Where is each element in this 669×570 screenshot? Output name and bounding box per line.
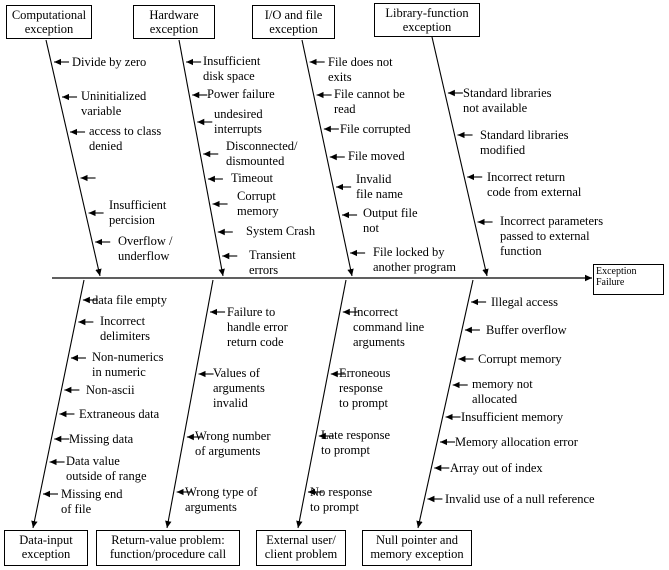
cause-label: No response to prompt [310,485,373,514]
category-label: Null pointer and memory exception [370,533,464,561]
cause-label: Non-numerics in numeric [92,350,164,379]
category-bones [31,36,493,529]
cause-label: System Crash [246,224,316,238]
category-label: Return-value problem: function/procedure… [109,533,227,561]
cause-label: File corrupted [340,122,411,136]
cause-label: Incorrect parameters passed to external … [500,214,604,258]
cause-label: Data value outside of range [66,454,147,483]
cause-label: undesired interrupts [214,107,263,136]
bone-external-user [296,279,347,529]
bone-data-input [31,279,85,529]
category-label: Data-input exception [19,533,73,561]
category-box-io-file: I/O and file exception [252,5,335,39]
cause-label: Uninitialized variable [81,89,147,118]
cause-label: Insufficient disk space [203,54,261,83]
cause-label: Insufficient memory [461,410,564,424]
cause-label: memory not allocated [472,377,533,406]
cause-label: Failure to handle error return code [227,305,288,349]
cause-label: Late response to prompt [321,428,391,457]
cause-label: Memory allocation error [455,435,578,449]
cause-label: File locked by another program [373,245,456,274]
cause-label: Buffer overflow [486,323,567,337]
cause-label: Non-ascii [86,383,135,397]
effect-label: Exception Failure [596,266,637,288]
category-box-null-pointer: Null pointer and memory exception [362,530,472,566]
category-label: External user/ client problem [264,533,338,561]
cause-label: Overflow / underflow [118,234,173,263]
category-label: Library-function exception [385,6,469,34]
cause-label: Wrong type of arguments [185,485,258,514]
cause-label: Transient errors [249,248,296,277]
cause-label: Illegal access [491,295,558,309]
cause-label: File moved [348,149,405,163]
category-box-library: Library-function exception [374,3,480,37]
cause-label: Invalid use of a null reference [445,492,595,506]
cause-label: Invalid file name [356,172,403,201]
cause-label: Incorrect return code from external [487,170,582,199]
category-box-computational: Computational exception [6,5,92,39]
cause-label: File does not exits [328,55,393,84]
bone-library [431,36,489,277]
category-box-data-input: Data-input exception [4,530,88,566]
cause-label: Values of arguments invalid [213,366,265,410]
cause-label: File cannot be read [334,87,405,116]
cause-label: Timeout [231,171,273,185]
category-label: Computational exception [11,8,87,36]
category-box-external-user: External user/ client problem [256,530,346,566]
cause-label: Disconnected/ dismounted [226,139,298,168]
bone-null-pointer [416,279,474,529]
category-box-return-value: Return-value problem: function/procedure… [96,530,240,566]
bone-computational [45,39,102,277]
bone-io-file [301,39,354,277]
cause-label: Missing data [69,432,134,446]
cause-label: Divide by zero [72,55,147,69]
cause-label: Insufficient percision [109,198,167,227]
cause-label: Power failure [207,87,275,101]
category-box-hardware: Hardware exception [133,5,215,39]
category-label: I/O and file exception [264,8,323,36]
cause-label: Corrupt memory [478,352,562,366]
cause-label: Extraneous data [79,407,160,421]
effect-box: Exception Failure [593,264,664,295]
cause-label: Standard libraries not available [463,86,552,115]
bone-hardware [178,39,225,277]
cause-label: access to class denied [89,124,162,153]
cause-label: Missing end of file [61,487,123,516]
bone-return-value [165,279,214,529]
cause-label: data file empty [92,293,167,307]
cause-label: Array out of index [450,461,543,475]
cause-label: Corrupt memory [237,189,279,218]
cause-label: Output file not [363,206,418,235]
cause-label: Wrong number of arguments [195,429,271,458]
cause-label: Standard libraries modified [480,128,569,157]
category-label: Hardware exception [149,8,199,36]
cause-label: Erroneous response to prompt [339,366,391,410]
cause-label: Incorrect delimiters [100,314,150,343]
cause-label: Incorrect command line arguments [353,305,425,349]
